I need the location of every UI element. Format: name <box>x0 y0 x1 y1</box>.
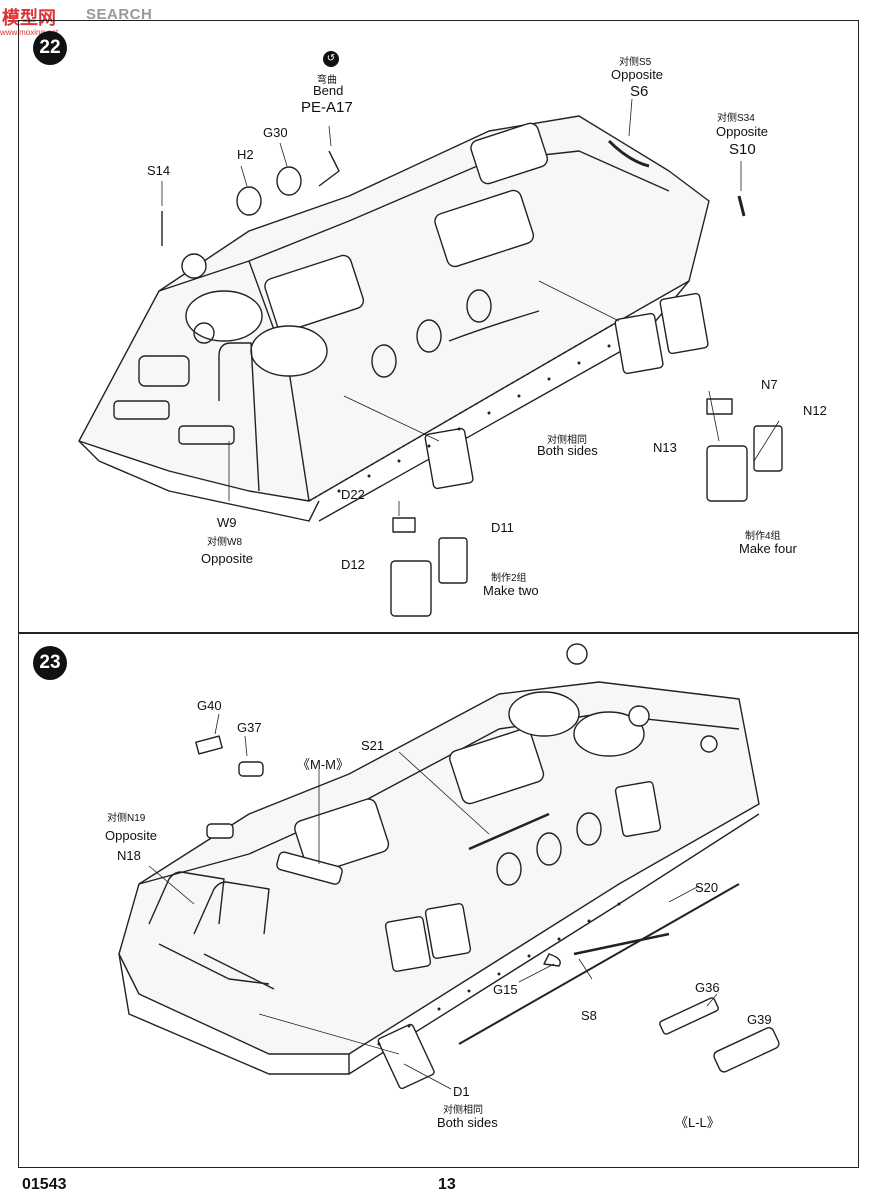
label-m-m: 《M-M》 <box>297 757 349 772</box>
label-both-zh: 对侧相同 <box>547 435 587 446</box>
label-h2: H2 <box>237 147 254 162</box>
label-g36: G36 <box>695 980 720 995</box>
step-number-23: 23 <box>33 646 67 680</box>
label-n12: N12 <box>803 403 827 418</box>
step-22-illustration <box>78 98 783 617</box>
label-s8: S8 <box>581 1008 597 1023</box>
label-s14: S14 <box>147 163 171 178</box>
watermark-search: SEARCH <box>86 6 153 23</box>
label-make-two: Make two <box>483 583 539 598</box>
step-23-panel: 23 <box>18 633 859 1168</box>
label-s6: S6 <box>630 83 649 100</box>
product-code: 01543 <box>22 1176 67 1193</box>
page-number: 13 <box>438 1176 456 1193</box>
label-s34-opposite: Opposite <box>716 124 769 139</box>
label-d1: D1 <box>453 1084 470 1099</box>
label-w8-opposite: Opposite <box>201 551 254 566</box>
label-d11: D11 <box>491 520 514 535</box>
label-make-four-zh: 制作4组 <box>745 531 781 542</box>
label-bend-zh: 弯曲 <box>317 75 337 86</box>
label-w9: W9 <box>217 515 237 530</box>
label-g39: G39 <box>747 1012 772 1027</box>
label-n19-opposite: Opposite <box>105 828 158 843</box>
label-g15: G15 <box>493 982 518 997</box>
label-both-sides: Both sides <box>537 443 598 458</box>
label-g30: G30 <box>263 125 288 140</box>
label-d1-zh: 对侧相同 <box>443 1105 483 1116</box>
label-s5-opposite: Opposite <box>611 67 664 82</box>
label-l-l: 《L-L》 <box>675 1115 720 1130</box>
step-23-illustration <box>118 643 780 1090</box>
watermark: 模型网 SEARCH www.moxing.net <box>0 4 160 37</box>
label-n18: N18 <box>117 848 141 863</box>
step-number-22: 22 <box>33 31 67 65</box>
label-g37: G37 <box>237 720 262 735</box>
label-n7: N7 <box>761 377 778 392</box>
watermark-url: www.moxing.net <box>0 28 59 37</box>
label-g40: G40 <box>197 698 222 713</box>
label-make-four: Make four <box>739 541 797 556</box>
label-make-two-zh: 制作2组 <box>491 573 527 584</box>
watermark-main: 模型网 <box>2 8 56 28</box>
label-d22: D22 <box>341 487 365 502</box>
label-d12: D12 <box>341 557 365 572</box>
label-w8-zh: 对侧W8 <box>207 537 242 548</box>
label-s10: S10 <box>729 141 756 158</box>
bend-icon: ↺ <box>323 51 339 67</box>
step-22-panel: 22 <box>18 20 859 633</box>
label-bend: Bend <box>313 83 344 98</box>
label-s5-zh: 对侧S5 <box>619 57 652 68</box>
label-d1-both-sides: Both sides <box>437 1115 498 1130</box>
label-s20: S20 <box>695 880 719 895</box>
label-s34-zh: 对侧S34 <box>717 113 755 124</box>
label-pe-a17: PE-A17 <box>301 99 353 116</box>
label-n13: N13 <box>653 440 677 455</box>
label-n19-zh: 对侧N19 <box>107 813 146 824</box>
label-s21: S21 <box>361 738 385 753</box>
